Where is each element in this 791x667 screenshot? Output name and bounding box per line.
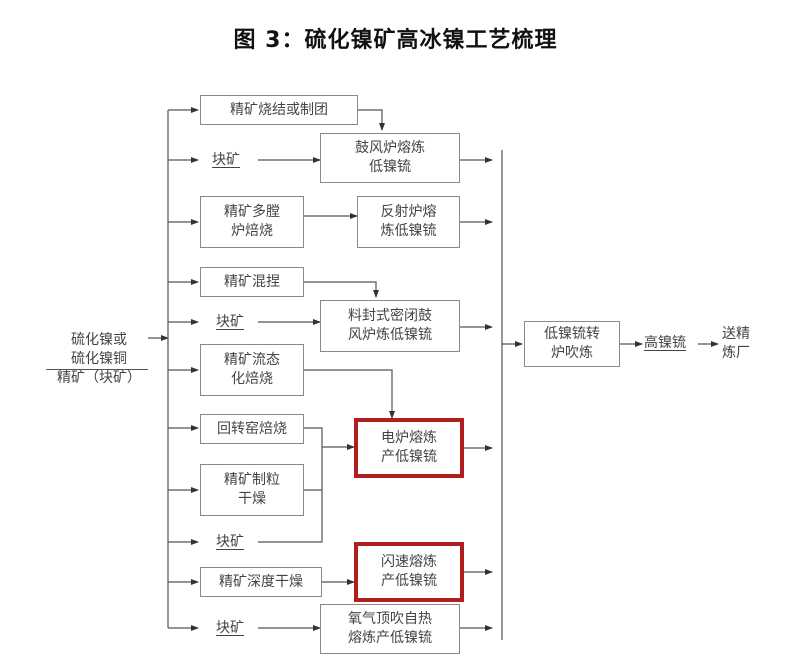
source-feed-label: 硫化镍或 硫化镍铜 精矿（块矿） (57, 332, 141, 386)
product-high-nickel-matte: 高镍锍 (644, 335, 686, 351)
step-fluidized-roasting: 精矿流态 化焙烧 (200, 344, 304, 396)
step-pelletize-dry: 精矿制粒 干燥 (200, 464, 304, 516)
step-rotary-kiln-roasting: 回转窑焙烧 (200, 414, 304, 444)
smelt-oxygen-top-blown: 氧气顶吹自热 熔炼产低镍锍 (320, 604, 460, 654)
step-lump-ore-4: 块矿 (216, 620, 244, 636)
smelt-electric-furnace: 电炉熔炼 产低镍锍 (354, 418, 464, 478)
step-concentrate-kneading: 精矿混捏 (200, 267, 304, 297)
page-title: 图 3：硫化镍矿高冰镍工艺梳理 (233, 28, 558, 53)
step-deep-drying: 精矿深度干燥 (200, 567, 322, 597)
smelt-reverberatory-furnace: 反射炉熔 炼低镍锍 (357, 196, 460, 248)
step-sinter-agglomerate: 精矿烧结或制团 (200, 95, 358, 125)
converter-blowing: 低镍锍转 炉吹炼 (524, 321, 620, 367)
source-underline (46, 369, 148, 370)
smelt-blast-furnace: 鼓风炉熔炼 低镍锍 (320, 133, 460, 183)
step-lump-ore-3: 块矿 (216, 534, 244, 550)
smelt-flash-smelting: 闪速熔炼 产低镍锍 (354, 542, 464, 602)
step-lump-ore-2: 块矿 (216, 314, 244, 330)
smelt-sealed-blast-furnace: 料封式密闭鼓 风炉炼低镍锍 (320, 300, 460, 352)
destination-refinery: 送精 炼厂 (722, 326, 750, 361)
step-multiple-hearth-roasting: 精矿多膛 炉焙烧 (200, 196, 304, 248)
step-lump-ore-1: 块矿 (212, 152, 240, 168)
